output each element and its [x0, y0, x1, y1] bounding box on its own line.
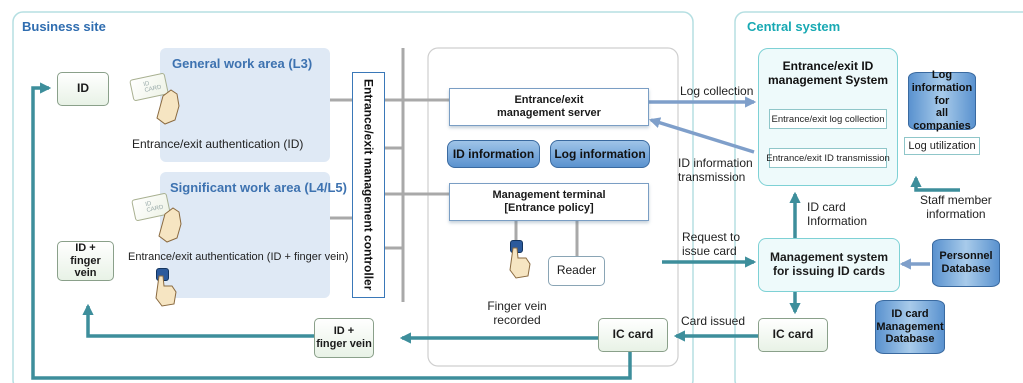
business-site-title: Business site	[22, 19, 106, 34]
id-card-management-db-label: ID card Management Database	[876, 308, 944, 346]
ic-card-site-box: IC card	[598, 318, 668, 352]
log-all-companies-label: Log information for all companies	[911, 69, 973, 132]
log-information-db: Log information	[550, 140, 650, 168]
central-log-collection-label: Entrance/exit log collection	[771, 113, 885, 125]
id-card-information-label: ID card Information	[807, 200, 868, 229]
issued-id-finger-box: ID + finger vein	[314, 318, 374, 358]
hand-icon	[156, 89, 180, 125]
central-id-management-system: Entrance/exit ID management System Entra…	[758, 48, 898, 186]
central-id-transmission-box: Entrance/exit ID transmission	[766, 148, 890, 168]
auth-id-finger-label: Entrance/exit authentication (ID + finge…	[128, 251, 349, 263]
significant-work-area	[160, 172, 330, 298]
central-system-frame	[734, 11, 1023, 383]
server-label: Entrance/exit management server	[497, 93, 601, 119]
central-log-collection-box: Entrance/exit log collection	[769, 109, 887, 129]
general-work-area-title: General work area (L3)	[172, 56, 313, 71]
issuing-system-label: Management system for issuing ID cards	[769, 250, 889, 278]
request-issue-label: Request to issue card	[682, 230, 741, 259]
controller-label: Entrance/exit management controller	[361, 79, 376, 291]
management-terminal: Management terminal [Entrance policy]	[449, 183, 649, 221]
general-work-area	[160, 48, 330, 162]
ic-card-central-label: IC card	[772, 327, 814, 342]
id-box-label: ID	[77, 81, 89, 96]
finger-hand-icon	[155, 275, 177, 307]
card-issued-label: Card issued	[681, 314, 746, 328]
log-all-companies-db: Log information for all companies	[908, 69, 976, 132]
log-information-label: Log information	[554, 147, 646, 161]
finger-vein-recorded-label: Finger vein recorded	[487, 299, 547, 328]
reader-label: Reader	[556, 263, 597, 278]
id-info-transmission-label: ID information transmission	[678, 156, 753, 185]
hand-icon-2	[158, 207, 182, 243]
management-terminal-label: Management terminal [Entrance policy]	[492, 188, 606, 214]
reader-box: Reader	[548, 256, 605, 286]
issuing-system-box: Management system for issuing ID cards	[758, 238, 900, 292]
central-id-transmission-label: Entrance/exit ID transmission	[766, 152, 890, 164]
id-box: ID	[57, 72, 109, 106]
ic-card-site-label: IC card	[612, 327, 654, 342]
log-utilization-box: Log utilization	[904, 137, 980, 155]
id-finger-vein-label: ID + finger vein	[70, 242, 101, 280]
entrance-exit-controller: Entrance/exit management controller	[352, 72, 385, 298]
issued-id-finger-label: ID + finger vein	[316, 325, 372, 350]
blue-arrows	[648, 96, 930, 270]
ic-card-central-box: IC card	[758, 318, 828, 352]
server-room-frame	[427, 47, 679, 367]
central-system-title: Central system	[747, 19, 841, 34]
entrance-exit-server: Entrance/exit management server	[449, 88, 649, 126]
id-information-label: ID information	[452, 147, 535, 161]
business-site-frame	[12, 11, 694, 383]
central-system-label: Entrance/exit ID management System	[767, 59, 889, 88]
log-utilization-label: Log utilization	[908, 140, 976, 152]
id-card-management-db: ID card Management Database	[875, 300, 945, 354]
id-information-db: ID information	[447, 140, 540, 168]
id-finger-vein-box: ID + finger vein	[57, 241, 114, 281]
significant-work-area-title: Significant work area (L4/L5)	[170, 180, 347, 195]
personnel-db-label: Personnel Database	[939, 250, 993, 275]
finger-hand-icon-2	[509, 247, 531, 279]
personnel-db: Personnel Database	[932, 239, 1000, 287]
log-collection-label: Log collection	[680, 84, 754, 98]
auth-id-label: Entrance/exit authentication (ID)	[132, 137, 304, 151]
teal-arrows	[31, 82, 960, 380]
staff-information-label: Staff member information	[920, 193, 992, 222]
